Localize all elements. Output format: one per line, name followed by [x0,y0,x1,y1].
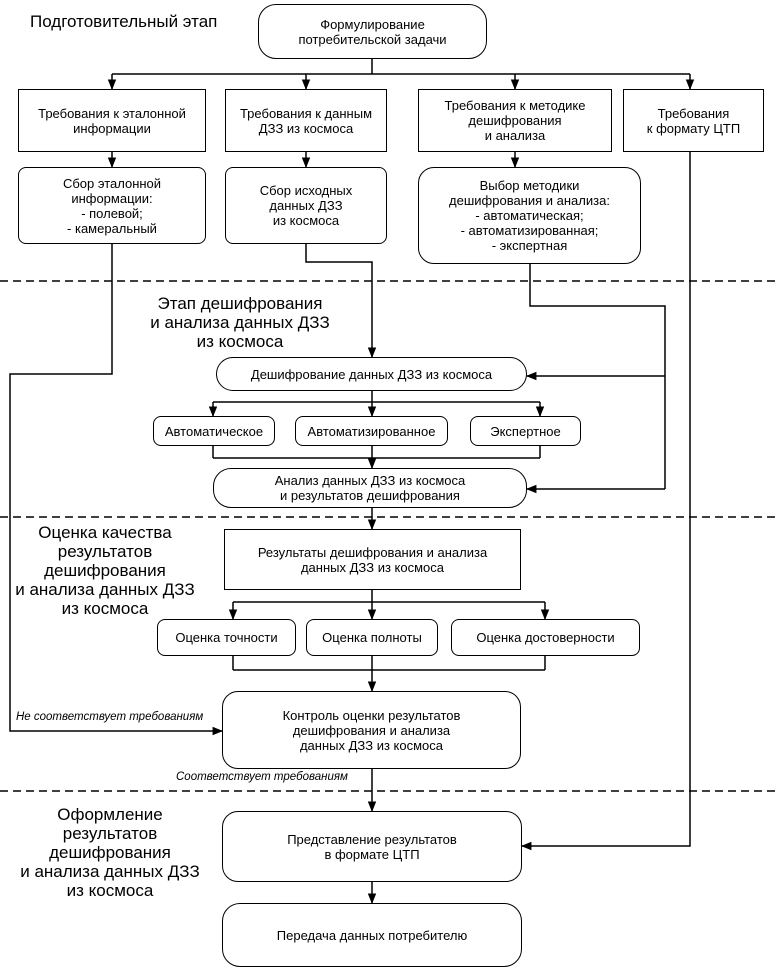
stage-label-quality: Оценка качества результатов дешифрования… [15,523,195,618]
stage-label-preparatory: Подготовительный этап [30,12,218,31]
method-requirements-box: Требования к методике дешифрования и ана… [418,89,612,152]
consumer-task-box: Формулирование потребительской задачи [258,4,487,59]
automatic-box: Автоматическое [153,416,275,446]
transfer-box: Передача данных потребителю [222,903,522,967]
completeness-box: Оценка полноты [306,619,438,656]
format-requirements-box: Требования к формату ЦТП [623,89,764,152]
automated-box: Автоматизированное [295,416,448,446]
expert-box: Экспертное [470,416,581,446]
stage-label-decoding: Этап дешифрования и анализа данных ДЗЗ и… [150,294,330,351]
control-box: Контроль оценки результатов дешифрования… [222,691,521,769]
collect-source-data-box: Сбор исходных данных ДЗЗ из космоса [225,167,387,244]
stage-label-formatting: Оформление результатов дешифрования и ан… [20,805,200,900]
note-meets-requirements: Соответствует требованиям [176,771,348,783]
results-box: Результаты дешифрования и анализа данных… [224,529,521,590]
decoding-box: Дешифрование данных ДЗЗ из космоса [216,357,527,391]
reliability-box: Оценка достоверности [451,619,640,656]
note-fails-requirements: Не соответствует требованиям [16,711,204,723]
analysis-box: Анализ данных ДЗЗ из космоса и результат… [213,468,527,508]
data-requirements-box: Требования к данным ДЗЗ из космоса [225,89,387,152]
collect-reference-box: Сбор эталонной информации: - полевой; - … [18,167,206,244]
accuracy-box: Оценка точности [157,619,296,656]
reference-requirements-box: Требования к эталонной информации [18,89,206,152]
presentation-box: Представление результатов в формате ЦТП [222,811,522,882]
choose-method-box: Выбор методики дешифрования и анализа: -… [418,167,641,264]
